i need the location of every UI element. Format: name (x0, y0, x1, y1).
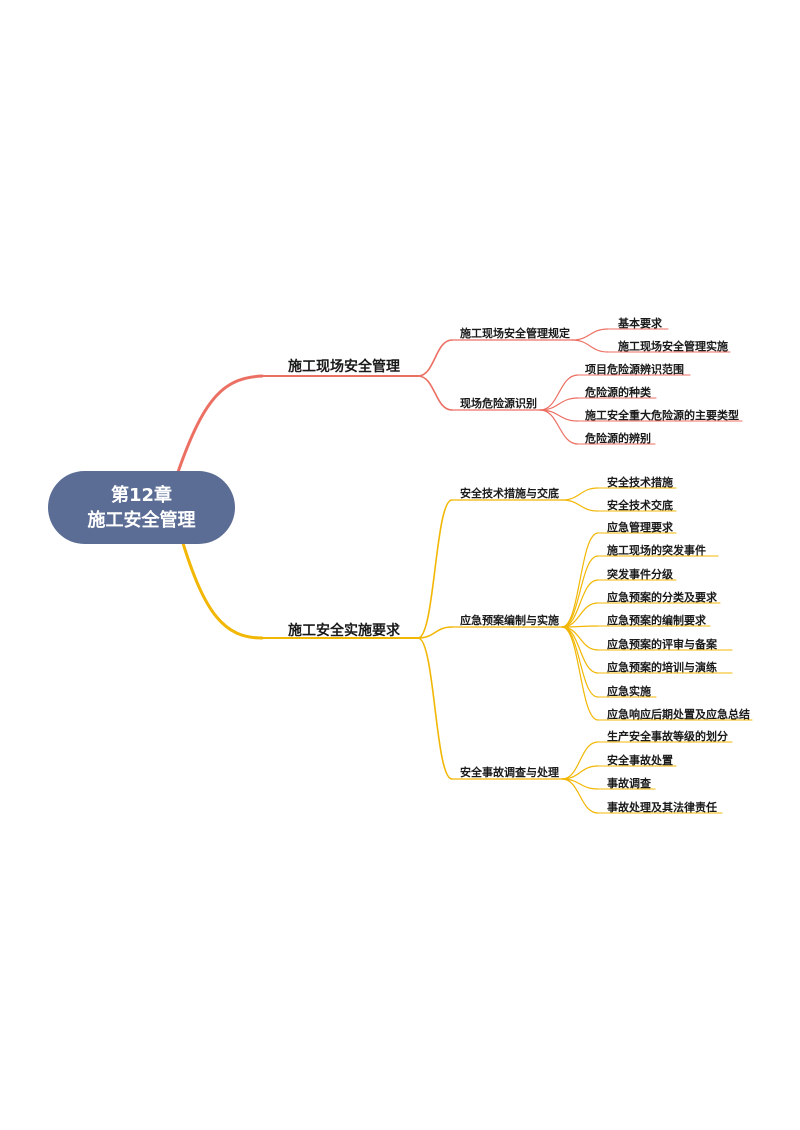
leaf-post-response[interactable]: 应急响应后期处置及应急总结 (607, 708, 750, 721)
edge-to-hazard (417, 375, 453, 411)
edge-to-accident (417, 637, 453, 780)
leaf-hazard-distinguish[interactable]: 危险源的辨别 (585, 432, 651, 445)
node-emergency-plan[interactable]: 应急预案编制与实施 (460, 614, 559, 627)
leaf-accident-legal-liability[interactable]: 事故处理及其法律责任 (607, 801, 717, 814)
edge-leaf-emergency-3 (561, 602, 599, 628)
edge-leaf-accident-3 (561, 778, 599, 814)
edge-leaf-site-impl (571, 339, 609, 353)
leaf-site-emergencies[interactable]: 施工现场的突发事件 (607, 544, 706, 557)
edge-leaf-basic (571, 328, 609, 341)
leaf-major-hazard-types[interactable]: 施工安全重大危险源的主要类型 (585, 409, 739, 422)
leaf-basic-requirements[interactable]: 基本要求 (618, 317, 662, 330)
leaf-hazard-types[interactable]: 危险源的种类 (585, 386, 651, 399)
leaf-plan-training[interactable]: 应急预案的培训与演练 (607, 661, 717, 674)
leaf-emergency-implementation[interactable]: 应急实施 (607, 685, 651, 698)
root-edge-yellow (180, 538, 264, 640)
node-accident-investigation[interactable]: 安全事故调查与处理 (460, 766, 559, 779)
edge-leaf-tech-1 (561, 499, 599, 512)
node-hazard-identification[interactable]: 现场危险源识别 (460, 397, 537, 410)
edge-leaf-hazard-3 (539, 409, 579, 445)
leaf-accident-grading[interactable]: 生产安全事故等级的划分 (607, 730, 728, 743)
edge-leaf-emergency-6 (561, 626, 599, 674)
root-title-line1: 第12章 (110, 484, 173, 506)
node-safety-tech-measures[interactable]: 安全技术措施与交底 (460, 487, 559, 500)
edge-leaf-hazard-0 (539, 374, 579, 411)
edge-leaf-emergency-7 (561, 626, 599, 698)
leaf-accident-investigation[interactable]: 事故调查 (607, 777, 651, 790)
edge-to-emergency-plan (417, 626, 453, 639)
edge-leaf-emergency-8 (561, 626, 599, 721)
leaf-safety-tech-measures[interactable]: 安全技术措施 (607, 476, 673, 489)
leaf-emergency-management[interactable]: 应急管理要求 (607, 521, 673, 534)
edge-leaf-emergency-1 (561, 555, 599, 628)
root-title-line2: 施工安全管理 (87, 509, 196, 531)
leaf-plan-review[interactable]: 应急预案的评审与备案 (607, 638, 717, 651)
leaf-accident-handling[interactable]: 安全事故处置 (607, 754, 673, 767)
node-site-safety-regulations[interactable]: 施工现场安全管理规定 (460, 327, 570, 340)
edge-to-regulations (417, 339, 453, 377)
leaf-hazard-scope[interactable]: 项目危险源辨识范围 (585, 363, 684, 376)
leaf-plan-classification[interactable]: 应急预案的分类及要求 (607, 591, 717, 604)
edge-leaf-accident-1 (561, 765, 599, 780)
leaf-safety-tech-briefing[interactable]: 安全技术交底 (607, 499, 673, 512)
leaf-plan-drafting[interactable]: 应急预案的编制要求 (607, 614, 706, 627)
edge-leaf-emergency-0 (561, 532, 599, 628)
branch-site-safety-management[interactable]: 施工现场安全管理 (288, 359, 400, 375)
edge-leaf-accident-0 (561, 741, 599, 780)
branch-safety-implementation[interactable]: 施工安全实施要求 (288, 623, 400, 639)
root-node[interactable]: 第12章 施工安全管理 (48, 471, 235, 544)
edge-leaf-emergency-2 (561, 579, 599, 628)
leaf-site-safety-implementation[interactable]: 施工现场安全管理实施 (618, 340, 728, 353)
edge-to-tech-measures (417, 499, 453, 639)
edge-leaf-tech-0 (561, 487, 599, 501)
leaf-emergency-grading[interactable]: 突发事件分级 (607, 568, 673, 581)
root-edge-red (176, 374, 264, 474)
